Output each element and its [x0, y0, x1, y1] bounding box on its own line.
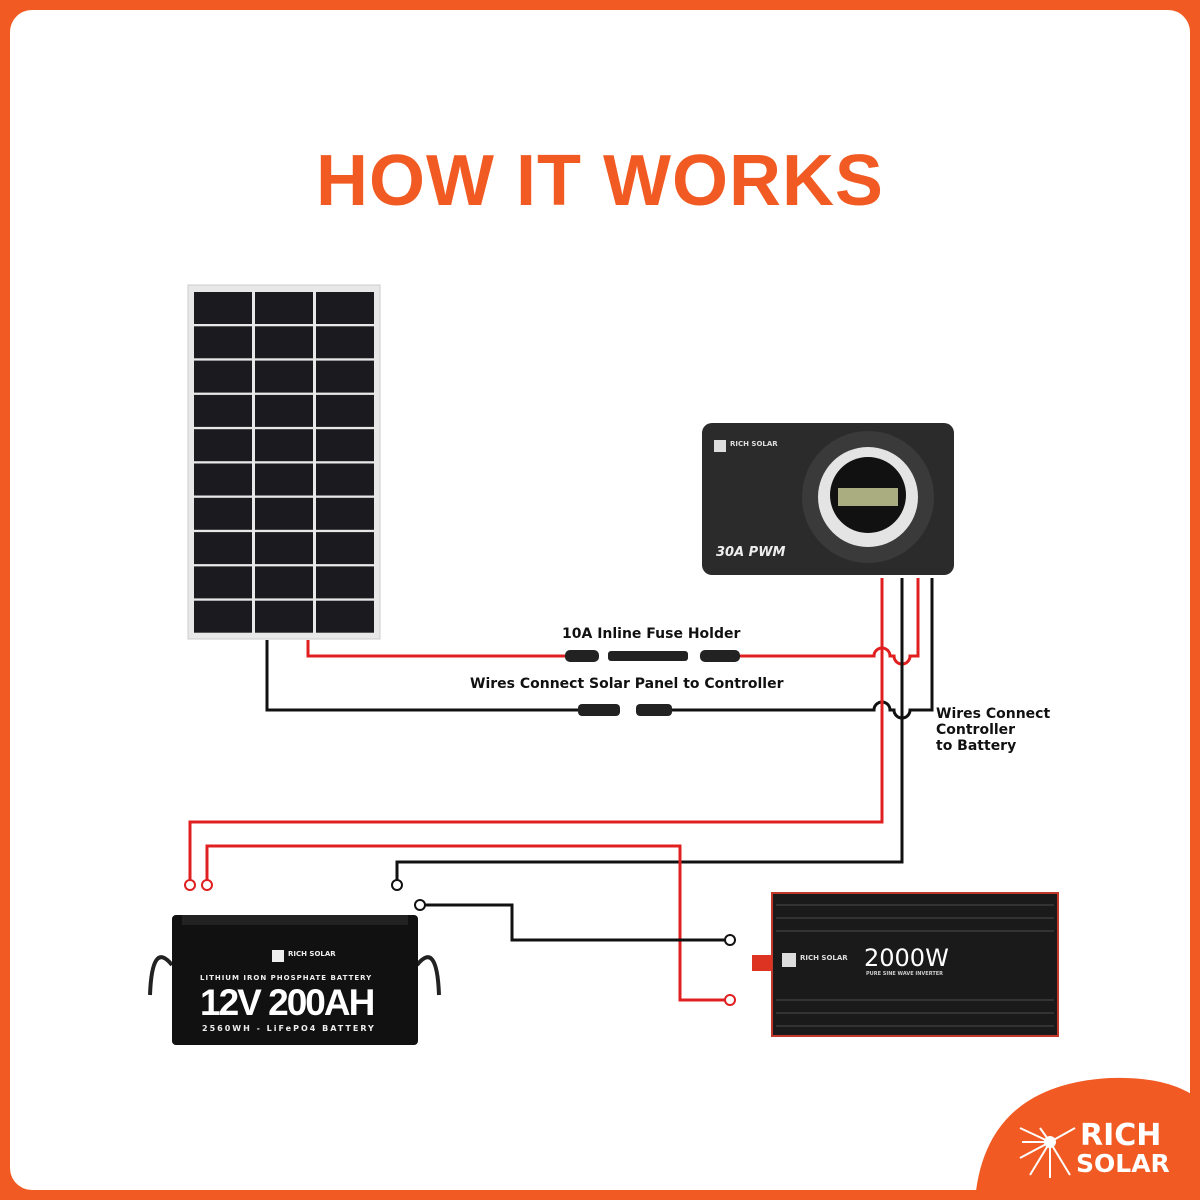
solar-cell — [255, 292, 313, 324]
solar-cell — [255, 326, 313, 359]
battery-positive-wire — [188, 578, 884, 880]
solar-cell — [316, 429, 374, 462]
inverter-sub: PURE SINE WAVE INVERTER — [866, 971, 944, 977]
solar-cell — [194, 532, 252, 565]
solar-cell — [255, 394, 313, 427]
logo-line1: RICH — [1080, 1118, 1162, 1153]
fuse-holder-label: 10A Inline Fuse Holder — [562, 626, 741, 642]
label-line: Wires Connect — [936, 706, 1051, 722]
solar-cell — [194, 394, 252, 427]
wires — [188, 578, 934, 1002]
page-title: HOW IT WORKS — [316, 141, 884, 221]
solar-cell — [194, 463, 252, 496]
solar-cell — [255, 532, 313, 565]
mc4-connectors — [578, 704, 672, 716]
inverter-positive-wire — [205, 844, 725, 1002]
solar-panel — [187, 284, 381, 640]
panel-to-controller-label: Wires Connect Solar Panel to Controller — [470, 676, 784, 692]
solar-cell — [316, 497, 374, 530]
solar-cell — [255, 600, 313, 633]
solar-cell — [194, 326, 252, 359]
solar-cell — [316, 292, 374, 324]
solar-cell — [255, 463, 313, 496]
logo-line2: SOLAR — [1076, 1149, 1170, 1178]
label-line: Controller — [936, 722, 1016, 738]
solar-cell — [194, 292, 252, 324]
battery-rating: 12V 200AH — [200, 982, 375, 1023]
label-line: to Battery — [936, 738, 1017, 754]
battery-sub: 2560WH - LiFePO4 BATTERY — [202, 1024, 376, 1033]
charge-controller — [702, 423, 954, 575]
battery — [148, 915, 441, 1045]
solar-cell — [316, 326, 374, 359]
solar-cell — [255, 497, 313, 530]
solar-cell — [255, 360, 313, 393]
solar-cell — [194, 429, 252, 462]
controller-brand: RICH SOLAR — [730, 440, 778, 448]
battery-brand: RICH SOLAR — [288, 950, 336, 958]
panel-negative-wire — [265, 578, 934, 720]
solar-cell — [316, 566, 374, 599]
solar-cell — [194, 600, 252, 633]
solar-cell — [316, 600, 374, 633]
controller-model: 30A PWM — [716, 545, 786, 560]
inverter-rating: 2000W — [864, 944, 949, 972]
solar-cell — [194, 497, 252, 530]
terminals — [184, 879, 736, 1006]
fuse-holder — [565, 650, 740, 662]
solar-cell — [255, 566, 313, 599]
inverter-brand: RICH SOLAR — [800, 954, 848, 962]
solar-cell — [316, 394, 374, 427]
solar-cell — [194, 566, 252, 599]
solar-cell — [316, 532, 374, 565]
solar-cell — [316, 463, 374, 496]
battery-type: LITHIUM IRON PHOSPHATE BATTERY — [200, 974, 373, 982]
logo-text: RICH SOLAR — [1076, 1118, 1170, 1178]
inverter — [752, 892, 1059, 1037]
controller-to-battery-label: Wires Connect Controller to Battery — [936, 706, 1050, 754]
inverter-negative-wire — [425, 903, 725, 942]
battery-negative-wire — [395, 578, 904, 880]
solar-cell — [316, 360, 374, 393]
solar-cell — [255, 429, 313, 462]
solar-cell — [194, 360, 252, 393]
panel-positive-wire — [306, 578, 920, 666]
rich-solar-logo — [975, 1077, 1200, 1200]
